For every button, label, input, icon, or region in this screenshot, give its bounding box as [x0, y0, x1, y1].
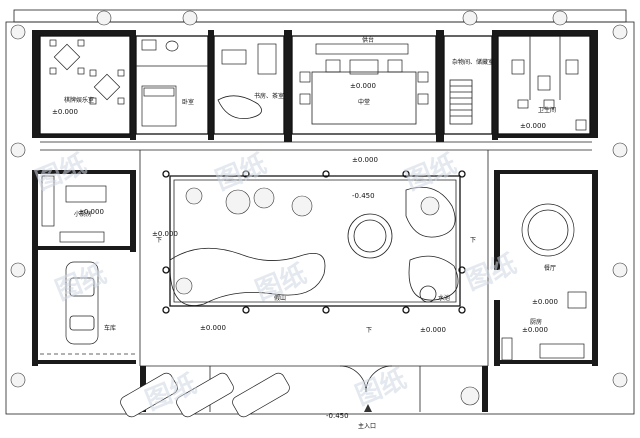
label-storage: 杂物间、储藏室: [452, 58, 494, 66]
desk: [221, 49, 247, 65]
watermark-group: 图纸 图纸 图纸 图纸 图纸 图纸 图纸 图纸: [31, 148, 521, 416]
study-outline: [213, 35, 285, 135]
courtyard-columns: [162, 170, 466, 314]
bathroom-outline: [497, 35, 591, 135]
label-pond: 水池: [438, 294, 450, 302]
fridge: [567, 291, 587, 309]
watermark: 图纸: [351, 363, 411, 411]
label-down-left: 下: [156, 237, 162, 244]
label-down-bottom: 下: [366, 327, 372, 334]
label-altar: 供台: [362, 36, 374, 44]
staircase: [449, 79, 473, 125]
altar-table: [315, 43, 409, 55]
level-courtyard-bottom: ±0.000: [200, 324, 226, 332]
top-garden-strip: [13, 9, 627, 23]
label-study-tea: 书房、茶室: [254, 92, 284, 100]
garage-car: [65, 261, 99, 345]
label-rockery: 假山: [274, 294, 286, 302]
perimeter-trees: [10, 10, 628, 406]
parked-cars: [120, 372, 290, 418]
toilet: [141, 39, 157, 51]
label-down-right: 下: [470, 237, 476, 244]
watermark: 图纸: [401, 148, 461, 196]
mahjong-room-outline: [39, 35, 131, 135]
kitchen-counter: [501, 337, 513, 361]
label-mahjong-room: 棋牌娱乐室: [64, 96, 94, 104]
level-central-hall: ±0.000: [350, 82, 376, 90]
level-courtyard-left: ±0.000: [152, 230, 178, 238]
level-small-kitchen: ±0.000: [78, 208, 104, 216]
level-courtyard-right: ±0.000: [420, 326, 446, 334]
label-kitchen: 厨房: [530, 318, 542, 326]
bathroom-fixtures: [511, 36, 587, 131]
label-garage: 车库: [104, 324, 116, 332]
label-central-hall: 中堂: [358, 98, 370, 106]
label-small-kitchen: 小厨房: [74, 210, 92, 218]
dining-table-small: [65, 185, 107, 203]
outer-walls: [32, 30, 598, 366]
pond: [408, 255, 459, 301]
level-corridor: ±0.000: [352, 156, 378, 164]
label-main-entrance: 主入口: [358, 422, 376, 430]
counter: [41, 175, 55, 227]
bedroom-outline: [135, 35, 209, 135]
label-bathroom: 卫生间: [538, 106, 556, 114]
level-kitchen: ±0.000: [522, 326, 548, 334]
round-planter: [347, 213, 393, 259]
storage-outline: [443, 35, 493, 135]
label-dining: 餐厅: [544, 264, 556, 272]
level-entrance: -0.450: [326, 412, 349, 420]
central-hall-outline: [291, 35, 437, 135]
entrance-arrow: [364, 404, 372, 412]
level-courtyard: -0.450: [352, 192, 375, 200]
level-mahjong: ±0.000: [52, 108, 78, 116]
watermark: 图纸: [461, 248, 521, 296]
courtyard-trees: [175, 187, 440, 295]
rockery-garden: [169, 247, 326, 306]
label-bedroom: 卧室: [182, 98, 194, 106]
mahjong-table-2: [89, 69, 125, 105]
tea-table: [217, 95, 262, 119]
level-dining: ±0.000: [532, 298, 558, 306]
mahjong-table-1: [49, 39, 85, 75]
round-dining-table: [521, 203, 575, 257]
level-bathroom: ±0.000: [520, 122, 546, 130]
